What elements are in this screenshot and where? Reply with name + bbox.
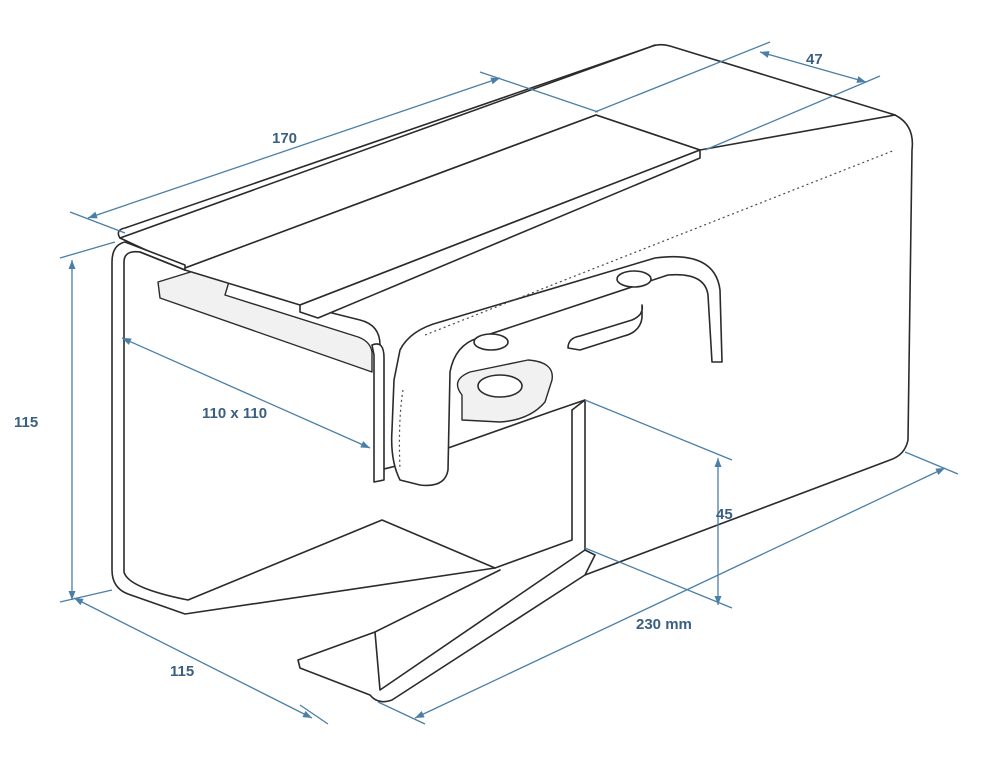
housing-left-profile: [111, 241, 496, 615]
dim-line-115-depth-arrow-end: [302, 710, 312, 718]
dim-line-45-arrow-end: [714, 596, 722, 605]
dim-line-47-arrow-start: [760, 51, 770, 58]
dim-line-170-arrow-start: [88, 211, 98, 219]
dim-line-115-vertical-arrow-end: [68, 591, 76, 600]
dim-ext-115-top: [59, 241, 116, 259]
dim-ext-170-b: [479, 71, 599, 113]
dimension-annotations: 170 47 115 110 x 110 45 230 mm 115: [14, 41, 959, 725]
inner-lower-recess: [494, 399, 586, 569]
dim-ext-115-bottom: [59, 589, 113, 603]
dim-label-45: 45: [716, 506, 733, 523]
dim-line-115-depth-arrow-start: [74, 598, 84, 606]
dim-line-230-arrow-start: [415, 710, 425, 718]
dim-line-115-vertical-arrow-start: [68, 260, 76, 269]
dim-ext-230-a: [904, 451, 959, 475]
dim-line-230: [414, 467, 946, 719]
dim-line-110: [121, 337, 371, 449]
dim-line-115-depth: [73, 597, 313, 719]
dim-line-47-arrow-end: [856, 76, 866, 83]
lock-bracket: [390, 149, 896, 487]
dim-label-115-depth: 115: [170, 663, 194, 680]
dim-line-110-arrow-end: [360, 441, 370, 448]
dim-ext-45-bottom: [584, 547, 733, 609]
dim-label-115-vertical: 115: [14, 414, 38, 431]
dim-label-170: 170: [272, 130, 297, 147]
dim-ext-47-a: [594, 41, 771, 113]
dim-line-47: [759, 51, 867, 83]
dim-ext-47-b: [704, 75, 881, 151]
dim-ext-170-a: [69, 211, 126, 234]
dim-line-45-arrow-start: [714, 458, 722, 467]
dim-label-47: 47: [806, 51, 823, 68]
dim-ext-230-b: [377, 701, 426, 725]
dim-line-170-arrow-end: [490, 77, 500, 85]
dim-ext-115-depth: [299, 704, 329, 725]
dim-line-110-arrow-start: [122, 338, 132, 345]
dimension-arrowheads: [68, 51, 945, 718]
dim-ext-45-top: [584, 399, 733, 461]
dim-label-230: 230 mm: [636, 616, 692, 633]
top-slider-plate: [184, 114, 701, 319]
dim-line-230-arrow-end: [935, 468, 945, 476]
bottom-rail: [297, 549, 596, 703]
dim-line-170: [87, 77, 501, 219]
inner-vertical-wall: [371, 343, 385, 483]
dim-label-110x110: 110 x 110: [202, 405, 267, 422]
